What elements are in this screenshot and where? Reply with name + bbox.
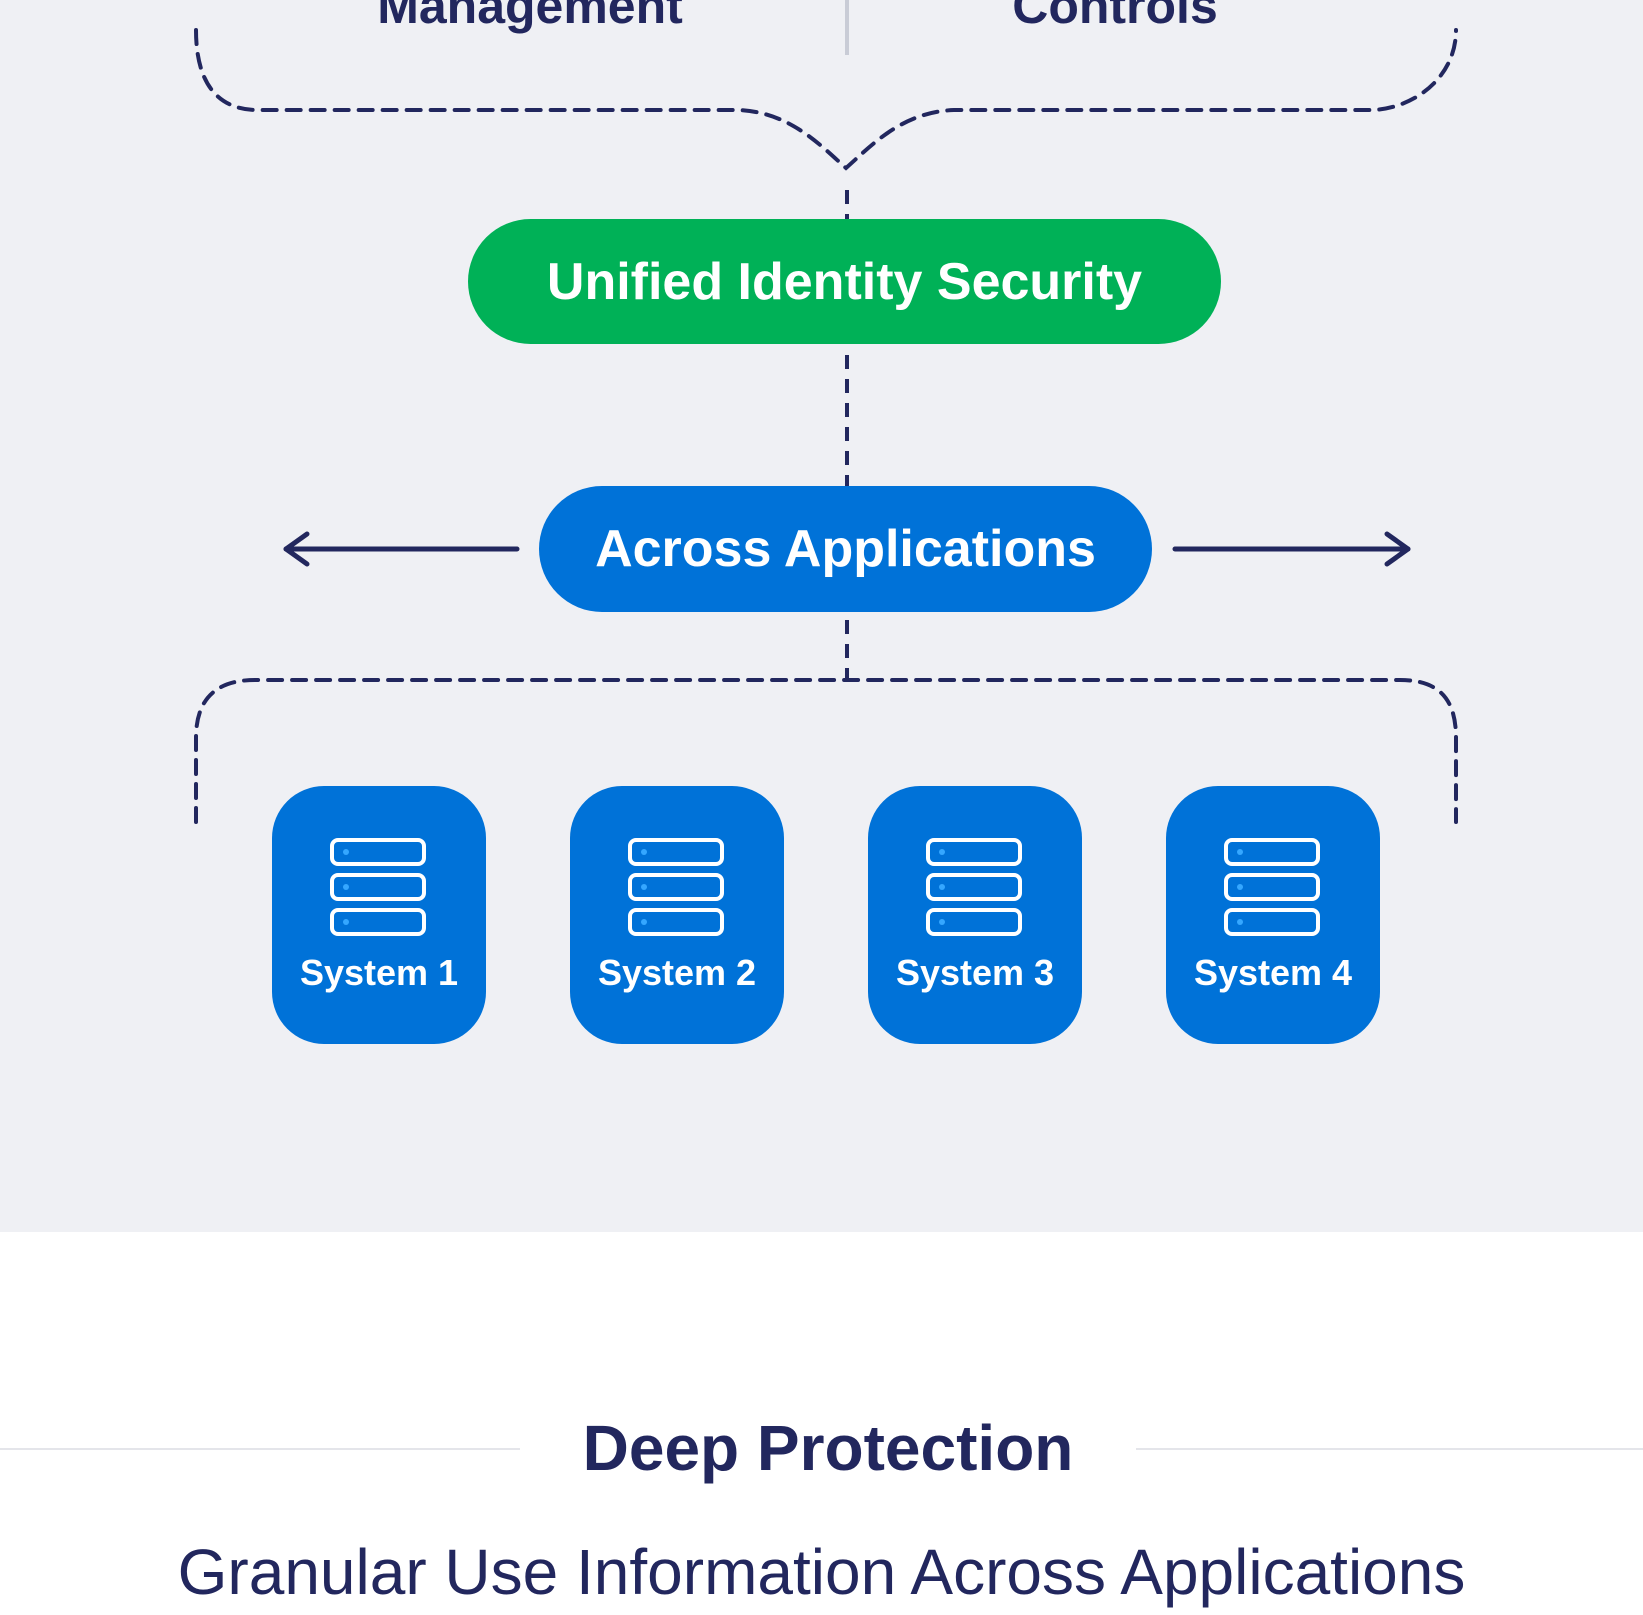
arrow-left-icon (283, 531, 520, 567)
controls-label: Controls (1012, 0, 1218, 34)
caption-divider-left (0, 1448, 520, 1450)
system-label: System 4 (1193, 952, 1353, 993)
unified-identity-security-label: Unified Identity Security (546, 252, 1143, 311)
management-label: Management (377, 0, 683, 34)
system-label: System 3 (895, 952, 1055, 993)
server-icon (628, 838, 724, 936)
system-label: System 1 (299, 952, 459, 993)
diagram-panel (0, 0, 1643, 1232)
connector-lines (194, 0, 1458, 824)
top-brace (194, 28, 1458, 171)
system-label: System 2 (597, 952, 757, 993)
system-card-4[interactable]: System 4 (1166, 786, 1380, 1044)
unified-identity-security-node[interactable]: Unified Identity Security (468, 219, 1221, 344)
arrow-right-icon (1172, 531, 1411, 567)
across-applications-label: Across Applications (595, 520, 1096, 578)
caption-title: Deep Protection (582, 1412, 1074, 1484)
caption-divider-right (1136, 1448, 1643, 1450)
systems-bracket (194, 678, 1458, 824)
server-icon (926, 838, 1022, 936)
across-applications-node[interactable]: Across Applications (539, 486, 1152, 612)
server-icon (1224, 838, 1320, 936)
server-icon (330, 838, 426, 936)
system-card-2[interactable]: System 2 (570, 786, 784, 1044)
caption-subtitle: Granular Use Information Across Applicat… (177, 1536, 1466, 1608)
system-card-1[interactable]: System 1 (272, 786, 486, 1044)
system-card-3[interactable]: System 3 (868, 786, 1082, 1044)
